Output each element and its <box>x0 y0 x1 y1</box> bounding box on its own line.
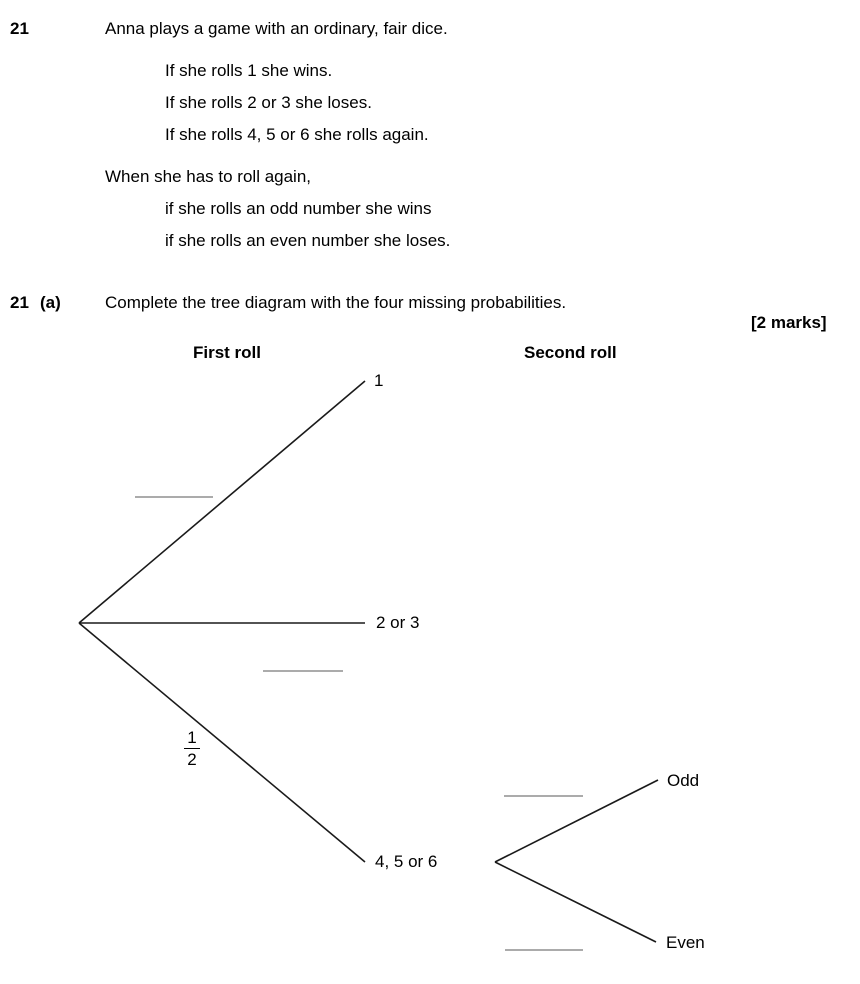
outcome-roll-456: 4, 5 or 6 <box>375 852 438 871</box>
part-a-question-number: 21 <box>10 293 29 312</box>
given-probability-one-half: 1 2 <box>178 728 206 769</box>
question-number: 21 <box>10 19 29 38</box>
header-first-roll: First roll <box>193 343 262 362</box>
rule-roll-2or3: If she rolls 2 or 3 she loses. <box>165 93 372 112</box>
fraction-denominator: 2 <box>187 750 197 769</box>
branch-even-line <box>494 861 657 943</box>
again-intro: When she has to roll again, <box>105 167 312 186</box>
outcome-odd: Odd <box>667 771 700 790</box>
rule-roll-1: If she rolls 1 she wins. <box>165 61 333 80</box>
part-a-prompt: Complete the tree diagram with the four … <box>105 293 567 312</box>
branch-odd-line <box>494 779 659 863</box>
outcome-roll-1: 1 <box>374 371 384 390</box>
outcome-even: Even <box>666 933 705 952</box>
again-rule-even: if she rolls an even number she loses. <box>165 231 451 250</box>
fraction-numerator: 1 <box>184 728 200 749</box>
part-a-label: (a) <box>40 293 61 312</box>
rule-roll-456: If she rolls 4, 5 or 6 she rolls again. <box>165 125 429 144</box>
again-rule-odd: if she rolls an odd number she wins <box>165 199 432 218</box>
header-second-roll: Second roll <box>524 343 617 362</box>
outcome-roll-2or3: 2 or 3 <box>376 613 420 632</box>
branch-roll-1-line <box>78 380 366 624</box>
question-intro: Anna plays a game with an ordinary, fair… <box>105 19 448 38</box>
marks-badge: [2 marks] <box>751 313 827 332</box>
branch-roll-456-line <box>78 622 366 863</box>
